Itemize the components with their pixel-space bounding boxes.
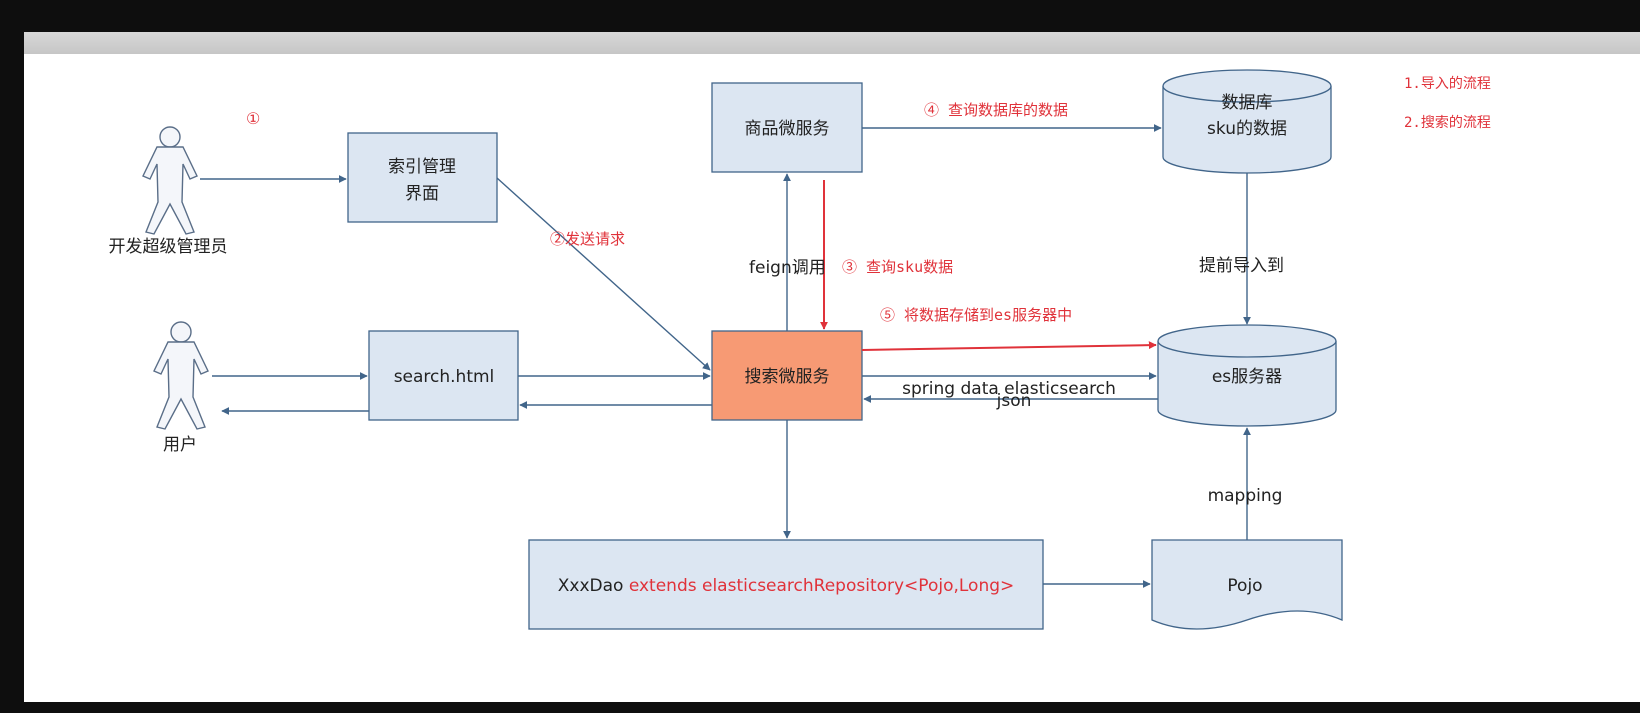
xxxdao-box: XxxDao extends elasticsearchRepository<P… xyxy=(528,539,1044,630)
search-service-to-es-red-arrow xyxy=(861,341,1157,351)
pojo-label: Pojo xyxy=(1227,576,1262,596)
connector-group xyxy=(200,124,1251,588)
step4-label: ④ 查询数据库的数据 xyxy=(924,101,1068,119)
red-connector-group xyxy=(820,180,1157,351)
search-service-label: 搜索微服务 xyxy=(745,367,830,387)
index-ui-line1: 索引管理 xyxy=(388,157,456,177)
database-line1: 数据库 xyxy=(1222,93,1273,113)
es-server-label: es服务器 xyxy=(1212,367,1282,387)
xxxdao-prefix: XxxDao xyxy=(558,576,624,596)
goods-service-box: 商品微服务 xyxy=(711,82,863,173)
goods-service-label: 商品微服务 xyxy=(745,119,830,139)
pojo-document-box: Pojo xyxy=(1151,539,1343,630)
xxxdao-suffix: extends elasticsearchRepository<Pojo,Lon… xyxy=(623,576,1014,596)
admin-label: 开发超级管理员 xyxy=(109,237,228,257)
diagram-canvas: 开发超级管理员 用户 索引管理 界面 商品微服务 search.html 搜索微… xyxy=(24,54,1640,702)
user-label: 用户 xyxy=(163,435,197,455)
index-management-ui-box: 索引管理 界面 xyxy=(347,132,498,223)
window-title-bar xyxy=(24,32,1640,54)
user-actor-icon xyxy=(153,321,209,430)
es-server-cylinder: es服务器 xyxy=(1157,324,1337,427)
json-label: json xyxy=(996,391,1032,411)
database-cylinder: 数据库 sku的数据 xyxy=(1162,69,1332,174)
flow-diagram: 开发超级管理员 用户 索引管理 界面 商品微服务 search.html 搜索微… xyxy=(109,69,1491,630)
step1-label: ① xyxy=(246,109,260,128)
step3-label: ③ 查询sku数据 xyxy=(842,258,953,276)
database-line2: sku的数据 xyxy=(1207,119,1287,139)
import-before-label: 提前导入到 xyxy=(1199,256,1284,276)
xxxdao-label: XxxDao extends elasticsearchRepository<P… xyxy=(558,576,1015,596)
note-import-flow: 1.导入的流程 xyxy=(1404,76,1491,92)
spring-data-label: spring data elasticsearch xyxy=(902,379,1116,399)
index-ui-to-search-service-arrow xyxy=(496,177,711,371)
search-html-label: search.html xyxy=(394,367,495,387)
search-html-box: search.html xyxy=(368,330,519,421)
search-service-box: 搜索微服务 xyxy=(711,330,863,421)
note-search-flow: 2.搜索的流程 xyxy=(1404,114,1491,131)
index-ui-line2: 界面 xyxy=(405,184,439,204)
admin-actor-icon xyxy=(142,126,198,235)
feign-label: feign调用 xyxy=(749,258,826,278)
step2-label: ②发送请求 xyxy=(550,230,625,248)
mapping-label: mapping xyxy=(1208,486,1283,506)
step5-label: ⑤ 将数据存储到es服务器中 xyxy=(880,306,1072,324)
